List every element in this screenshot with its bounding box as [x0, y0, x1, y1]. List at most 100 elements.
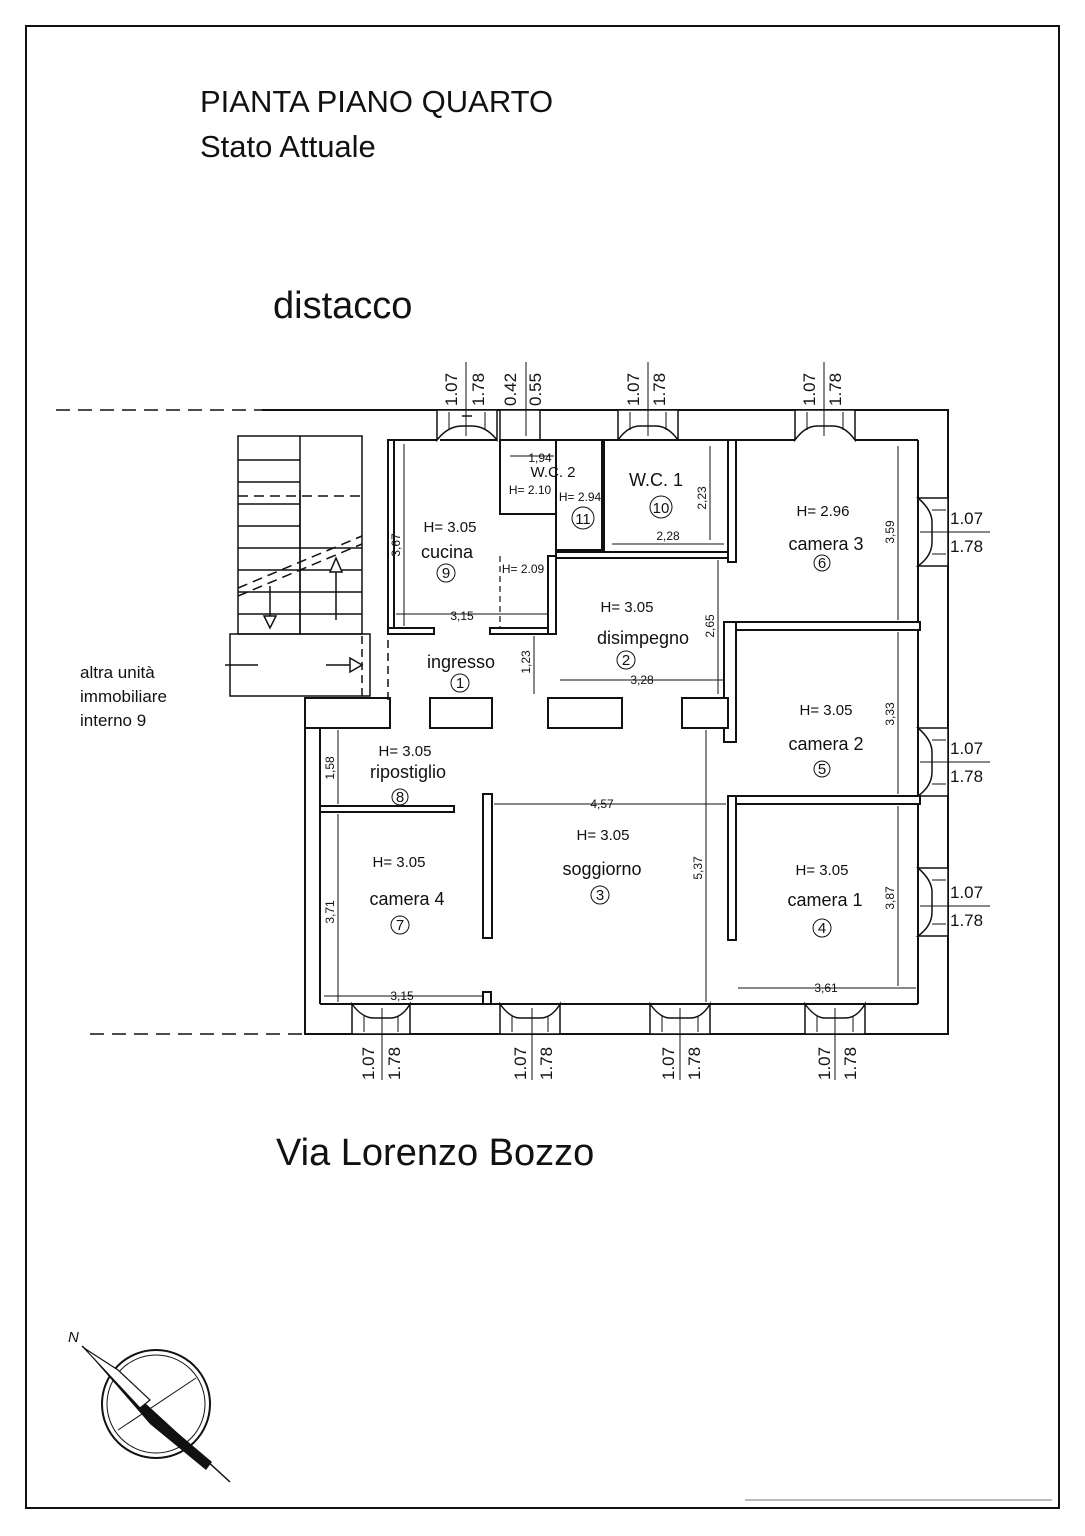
label-other-unit-1: altra unità [80, 663, 155, 682]
room-camera1-badge [812, 918, 832, 938]
dim-camera1-h: 3,87 [883, 886, 897, 910]
windows-right [915, 497, 949, 937]
room-camera1-name: camera 1 [787, 890, 862, 910]
dim-wc1-w: 2,28 [656, 529, 680, 543]
dim-disimpegno-h: 2,65 [703, 614, 717, 638]
dim-cucina-h: 3,67 [389, 533, 403, 557]
interior-walls [304, 439, 921, 1005]
dim-camera1-w: 3,61 [814, 981, 838, 995]
room-camera1-number: 4 [818, 920, 826, 937]
win-top4-b: 1.78 [826, 373, 845, 406]
kitchen-nook-height: H= 2.09 [502, 562, 545, 576]
room-camera3-badge [813, 554, 831, 572]
dim-disimpegno-w: 3,28 [630, 673, 654, 687]
win-right2-b: 1.78 [950, 767, 983, 786]
room-camera3-name: camera 3 [788, 534, 863, 554]
dim-ripostiglio-h: 1,58 [323, 756, 337, 780]
label-street: Via Lorenzo Bozzo [276, 1132, 594, 1174]
room-ingresso-name: ingresso [427, 652, 495, 672]
win-top1-a: 1.07 [442, 373, 461, 406]
win-bottom3-a: 1.07 [659, 1047, 678, 1080]
room-soggiorno-number: 3 [596, 887, 604, 904]
window-glazing-lines [363, 412, 946, 1032]
room-wc2-height: H= 2.10 [509, 483, 552, 497]
dim-cucina-w: 3,15 [450, 609, 474, 623]
plan-subtitle: Stato Attuale [200, 129, 376, 164]
win-top4-a: 1.07 [800, 373, 819, 406]
win-top2-a: 0.42 [501, 373, 520, 406]
dim-soggiorno-w: 4,57 [590, 797, 614, 811]
dim-camera2-h: 3,33 [883, 702, 897, 726]
dim-camera4-h: 3,71 [323, 900, 337, 924]
room-wc1-name: W.C. 1 [629, 470, 683, 490]
room-ripostiglio-name: ripostiglio [370, 762, 446, 782]
room-camera2-number: 5 [818, 761, 826, 778]
dim-wc2-w: 1,94 [528, 451, 552, 465]
room-ripostiglio-height: H= 3.05 [379, 743, 432, 760]
room-disimpegno-badge [616, 650, 636, 670]
win-top1-b: 1.78 [469, 373, 488, 406]
page-border [25, 25, 1060, 1509]
win-bottom3-b: 1.78 [685, 1047, 704, 1080]
win-right2-a: 1.07 [950, 739, 983, 758]
room-cucina-number: 9 [442, 565, 450, 582]
dim-soggiorno-h: 5,37 [691, 856, 705, 880]
staircase [225, 435, 389, 700]
win-right3-b: 1.78 [950, 911, 983, 930]
label-other-unit-2: immobiliare [80, 687, 167, 706]
room-camera4-number: 7 [396, 917, 404, 934]
room-camera3-height: H= 2.96 [797, 503, 850, 520]
dim-camera3-h: 3,59 [883, 520, 897, 544]
room-soggiorno-badge [590, 885, 610, 905]
win-right1-b: 1.78 [950, 537, 983, 556]
room-cucina-name: cucina [421, 542, 474, 562]
win-right3-a: 1.07 [950, 883, 983, 902]
room-soggiorno-name: soggiorno [562, 859, 641, 879]
room-camera4-name: camera 4 [369, 889, 444, 909]
room11-height: H= 2.94 [559, 490, 602, 504]
room-soggiorno-height: H= 3.05 [577, 827, 630, 844]
dim-ingresso-h: 1,23 [519, 650, 533, 674]
room-cucina-height: H= 3.05 [424, 519, 477, 536]
win-right-ticks [920, 531, 990, 907]
win-top2-b: 0.55 [526, 373, 545, 406]
room-camera3-number: 6 [818, 555, 826, 572]
room-wc2-number: 11 [575, 511, 591, 528]
win-bottom4-b: 1.78 [841, 1047, 860, 1080]
win-top-ticks [465, 362, 825, 436]
room-ingresso-badge [450, 673, 470, 693]
room-camera4-height: H= 3.05 [373, 854, 426, 871]
win-bottom2-b: 1.78 [537, 1047, 556, 1080]
room-camera2-height: H= 3.05 [800, 702, 853, 719]
windows-top [436, 409, 856, 443]
win-top3-a: 1.07 [624, 373, 643, 406]
north-label: N [68, 1329, 79, 1346]
win-bottom-ticks [381, 1008, 836, 1080]
win-top3-b: 1.78 [650, 373, 669, 406]
win-bottom4-a: 1.07 [815, 1047, 834, 1080]
room-cucina-badge [436, 563, 456, 583]
dimension-lines [324, 444, 916, 1002]
room-disimpegno-height: H= 3.05 [601, 599, 654, 616]
room-wc1-badge [649, 495, 673, 519]
win-bottom1-b: 1.78 [385, 1047, 404, 1080]
room-camera2-badge [813, 760, 831, 778]
room-ripostiglio-badge [391, 788, 409, 806]
room-ripostiglio-number: 8 [396, 789, 404, 806]
room-camera4-badge [390, 915, 410, 935]
room-wc2-badge [571, 506, 595, 530]
windows-bottom [351, 1001, 866, 1035]
north-arrow-icon [81, 1345, 231, 1483]
label-other-unit-3: interno 9 [80, 711, 146, 730]
room-disimpegno-name: disimpegno [597, 628, 689, 648]
dim-camera4-w: 3,15 [390, 989, 414, 1003]
dim-wc1-h: 2,23 [695, 486, 709, 510]
room-wc2-name: W.C. 2 [530, 464, 575, 481]
label-distacco: distacco [273, 285, 412, 327]
room-camera1-height: H= 3.05 [796, 862, 849, 879]
win-bottom2-a: 1.07 [511, 1047, 530, 1080]
room-disimpegno-number: 2 [622, 652, 630, 669]
room-wc1-number: 10 [653, 500, 670, 517]
room-ingresso-number: 1 [456, 675, 464, 692]
